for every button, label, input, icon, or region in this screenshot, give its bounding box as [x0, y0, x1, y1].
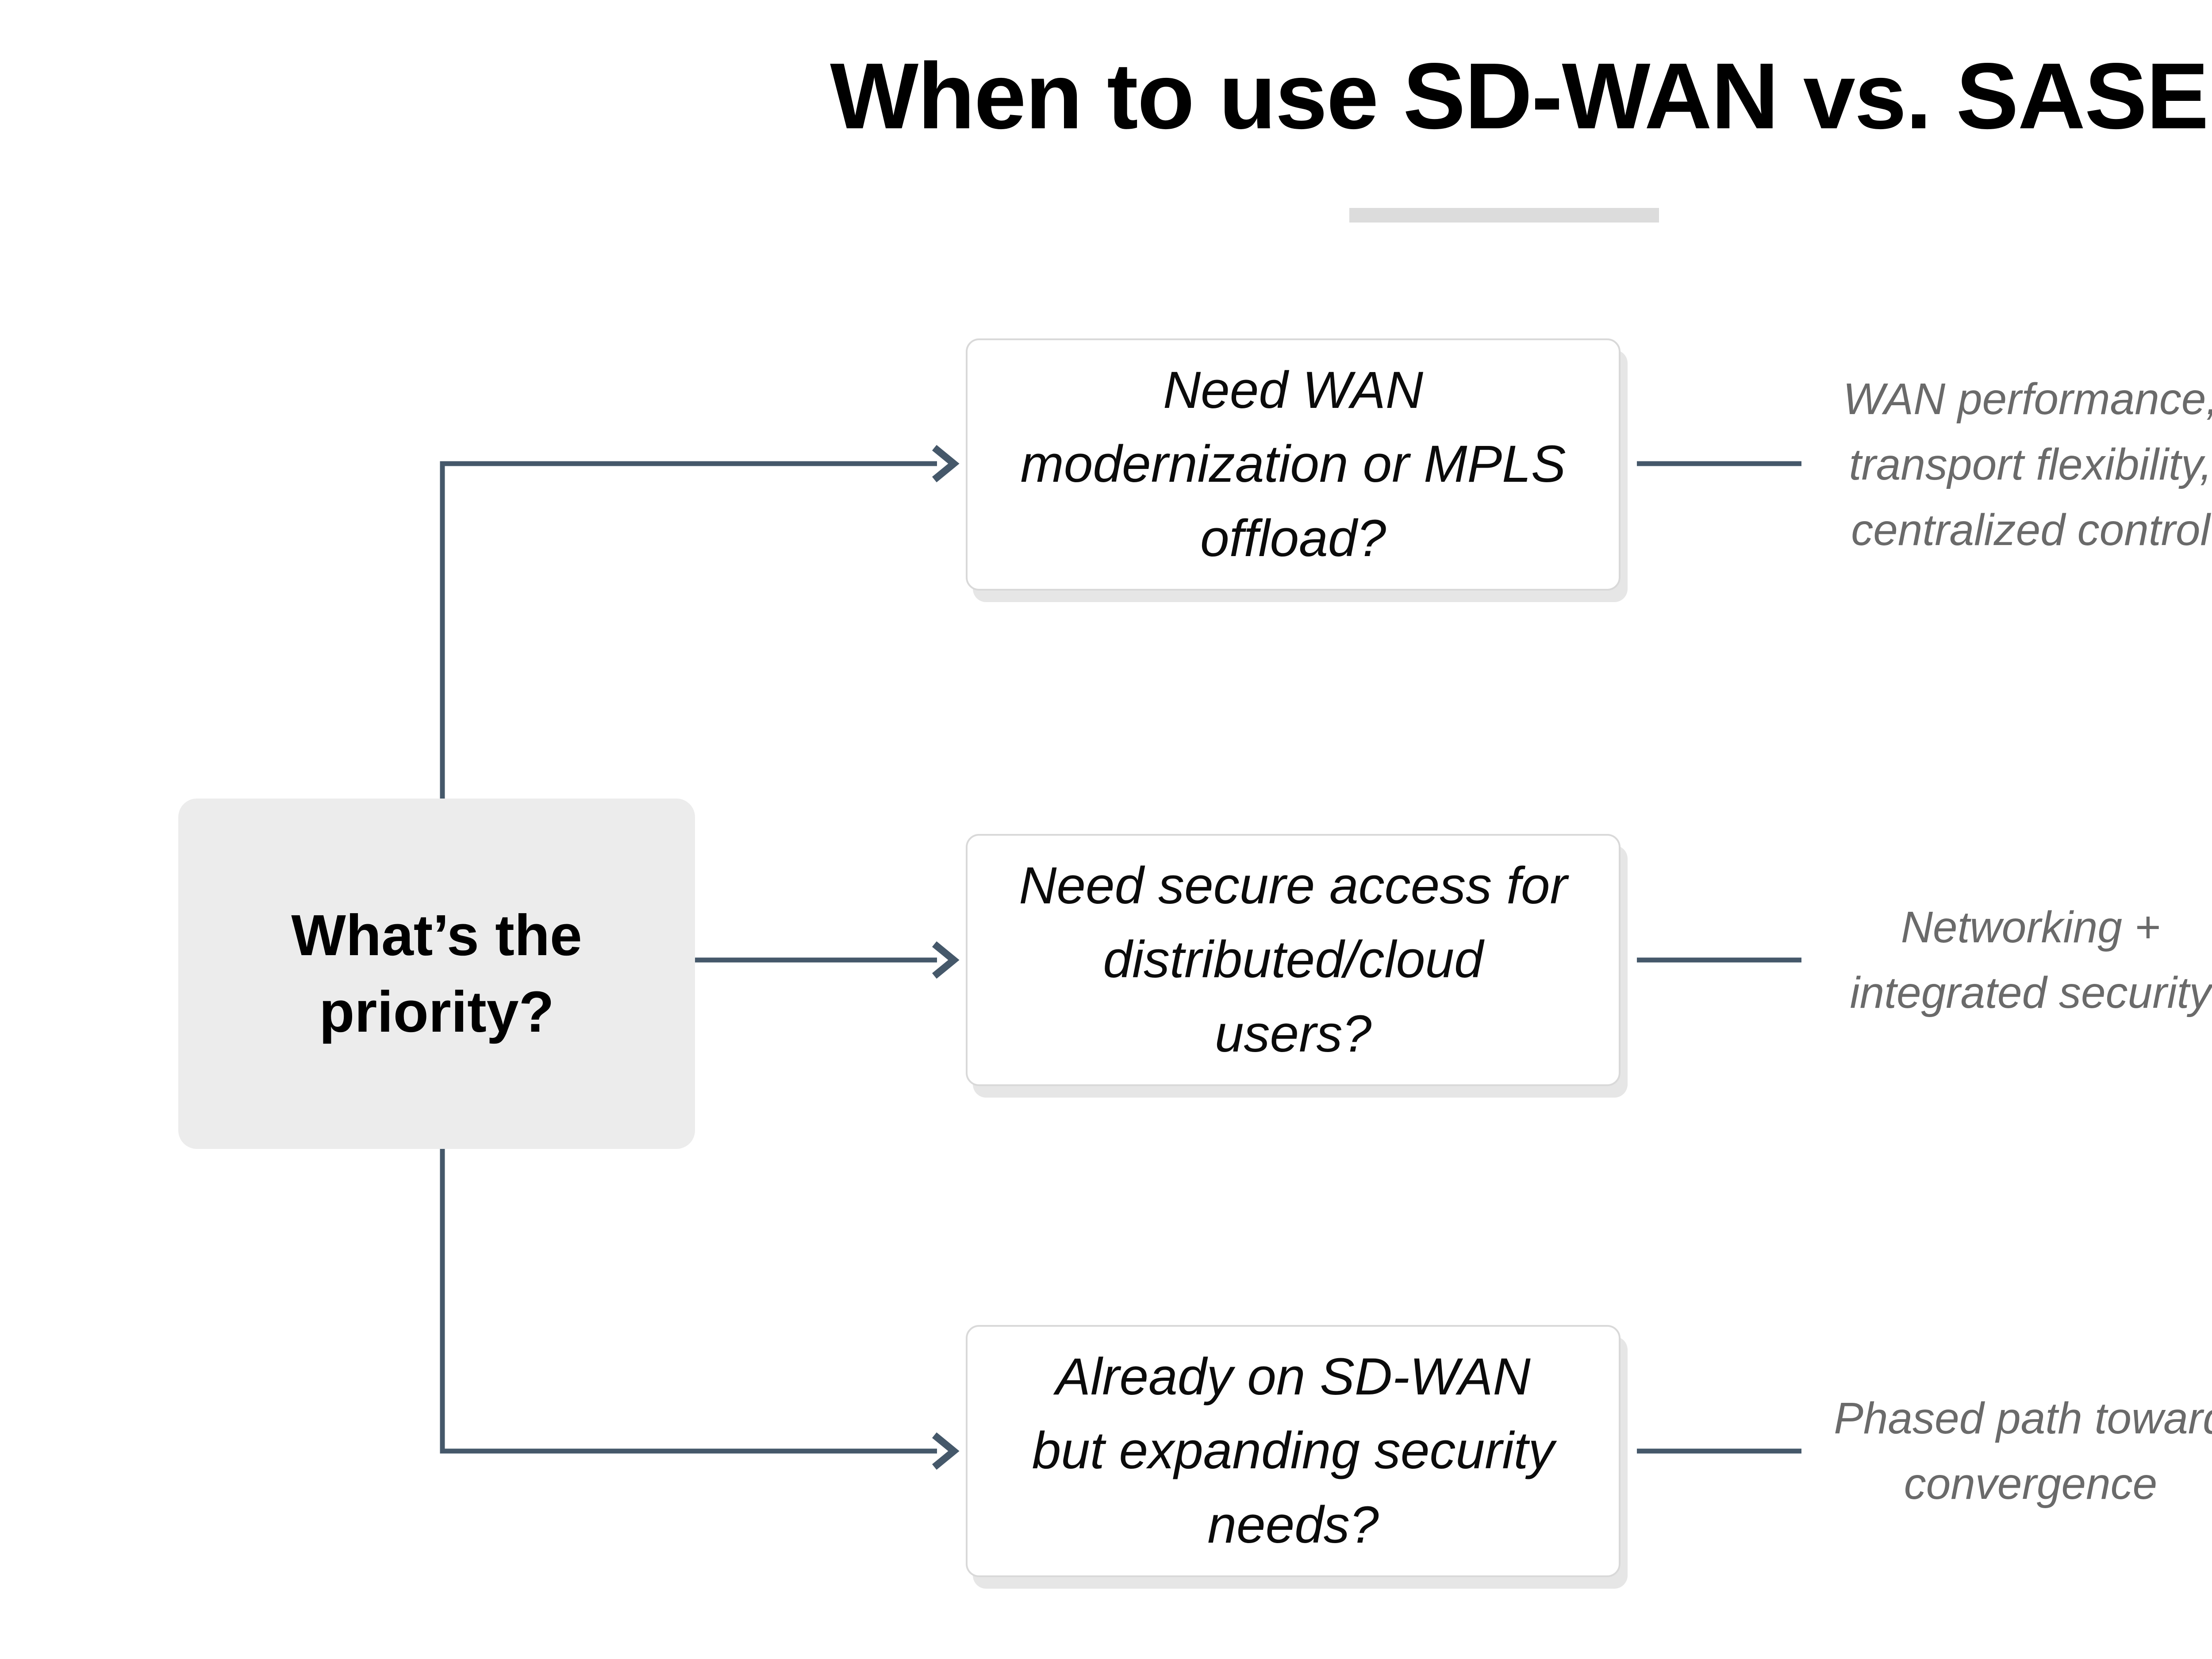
path-label-phased-path: Phased path toward convergence — [1834, 1394, 2212, 1509]
connector-row3-elbow — [440, 1149, 937, 1454]
arrowhead-row2-question — [932, 941, 960, 979]
question-box-wan-modernization: Need WAN modernization or MPLS offload? — [966, 338, 1621, 591]
arrowhead-row1-question — [932, 445, 960, 483]
title-underline — [1349, 208, 1659, 223]
path-label-networking-security: Networking + integrated security — [1850, 902, 2212, 1018]
path-label-wan-performance: WAN performance, transport flexibility, … — [1843, 374, 2212, 555]
page-title: When to use SD-WAN vs. SASE — [830, 43, 2209, 148]
arrowhead-row3-question — [932, 1432, 960, 1470]
connector-row1-elbow — [440, 461, 937, 799]
question-box-secure-access: Need secure access for distributed/cloud… — [966, 834, 1621, 1086]
question-box-already-sdwan: Already on SD-WAN but expanding security… — [966, 1325, 1621, 1577]
priority-root-node: What’s the priority? — [178, 799, 695, 1149]
